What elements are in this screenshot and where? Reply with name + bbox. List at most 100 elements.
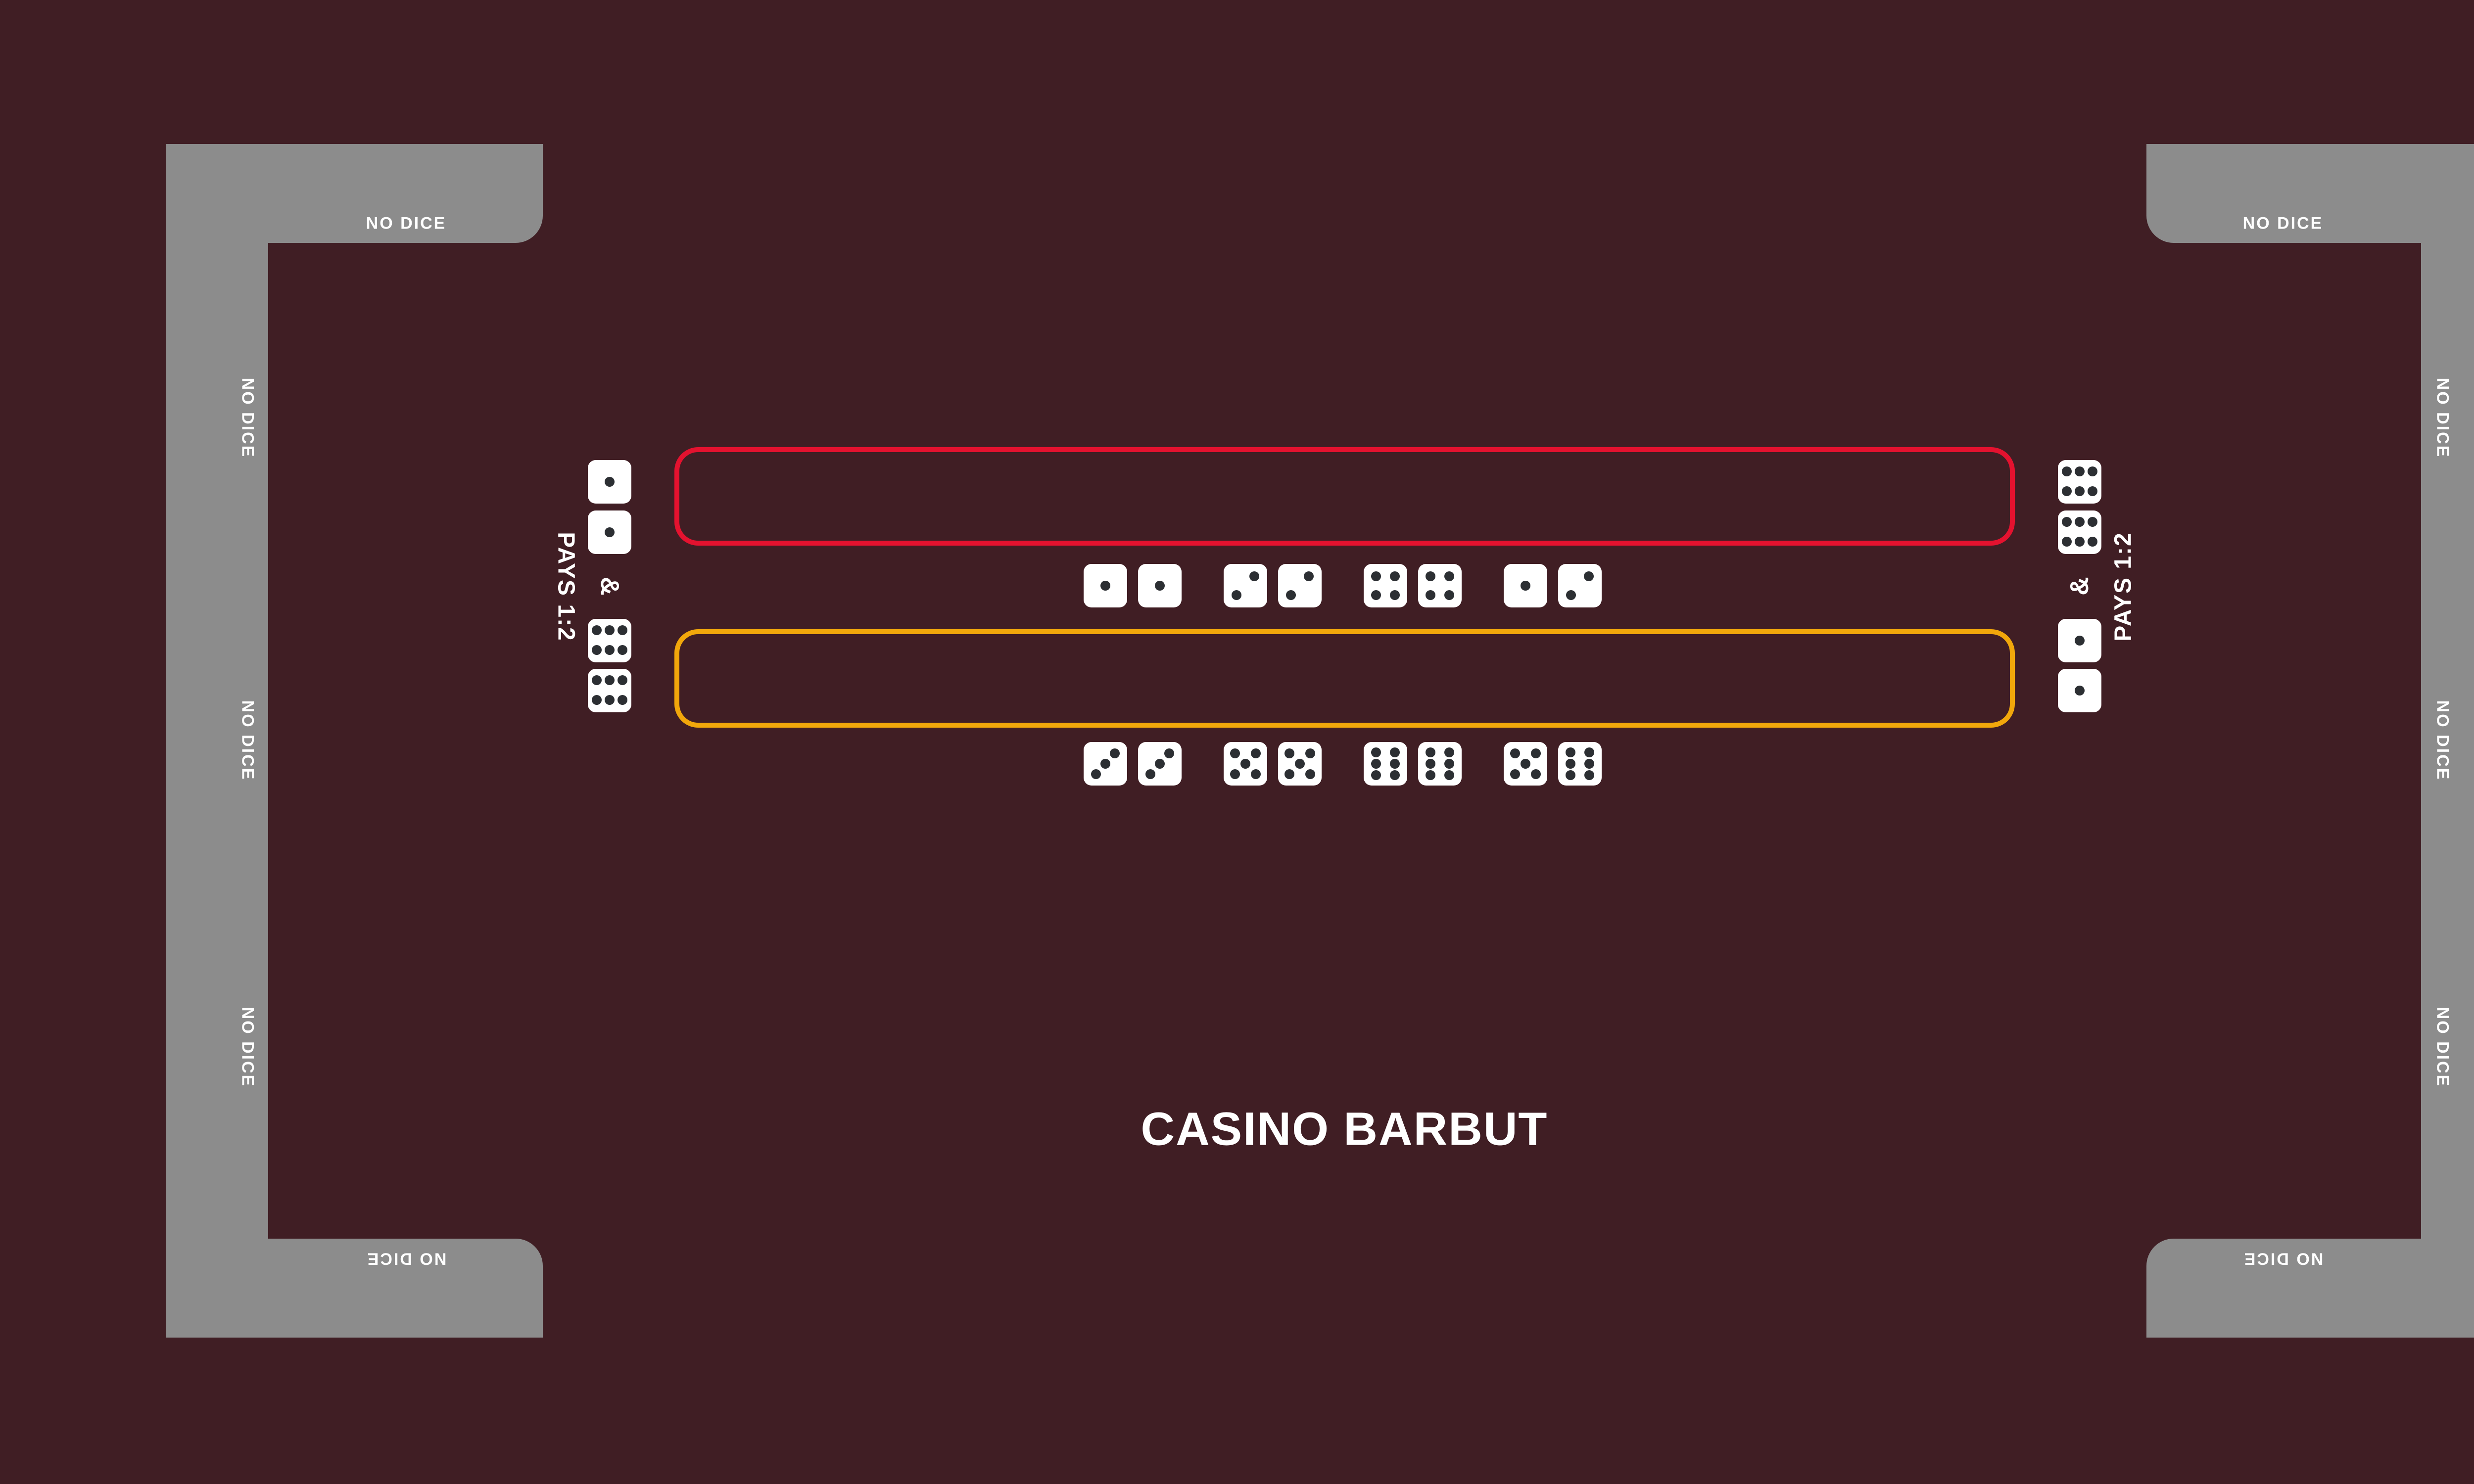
die-6 <box>2058 460 2101 504</box>
die-pip <box>1565 770 1575 780</box>
die-pip <box>618 675 628 685</box>
die-pip <box>618 625 628 635</box>
die-pip <box>1303 571 1314 581</box>
right-side-marker-column: & <box>2058 460 2101 712</box>
die-pip <box>2075 486 2085 497</box>
die-1 <box>1084 564 1127 607</box>
die-1 <box>2058 619 2101 662</box>
ampersand-symbol-right: & <box>2065 577 2094 596</box>
die-pip <box>2088 486 2098 497</box>
die-pip <box>1100 581 1110 591</box>
die-pip <box>1390 759 1400 769</box>
die-slot <box>2058 510 2101 554</box>
dice-pair-5-5 <box>1224 742 1322 786</box>
die-6 <box>588 669 631 712</box>
die-pip <box>1251 748 1261 758</box>
die-pip <box>1305 748 1316 758</box>
die-pip <box>1390 747 1400 758</box>
top-betting-zone-red[interactable] <box>674 447 2015 546</box>
die-pip <box>1249 571 1259 581</box>
die-2 <box>1278 564 1322 607</box>
die-pip <box>1390 590 1400 601</box>
die-pip <box>605 675 615 685</box>
table-title: CASINO BARBUT <box>1141 1103 1548 1156</box>
no-dice-rail-right-strip <box>2421 144 2474 1338</box>
bottom-betting-zone-orange[interactable] <box>674 629 2015 728</box>
no-dice-rail-top-right-bar <box>2146 144 2474 243</box>
die-6 <box>2058 510 2101 554</box>
die-pip <box>605 645 615 655</box>
die-3 <box>1084 742 1127 786</box>
die-slot <box>2058 619 2101 662</box>
die-pip <box>1521 581 1530 591</box>
die-1 <box>588 510 631 554</box>
no-dice-label-left-1: NO DICE <box>238 377 257 459</box>
die-pip <box>1565 759 1575 769</box>
die-5 <box>1278 742 1322 786</box>
die-pip <box>1444 571 1455 581</box>
no-dice-rail-bottom-right-bar <box>2146 1239 2474 1338</box>
die-pip <box>1444 590 1455 601</box>
die-pip <box>1444 759 1455 769</box>
die-pip <box>591 645 602 655</box>
die-pip <box>1371 759 1381 769</box>
pays-1-2-label-left: PAYS 1:2 <box>553 532 579 642</box>
dice-pair-1-2 <box>1504 564 1602 607</box>
die-pip <box>1371 770 1381 780</box>
die-pip <box>1565 747 1575 758</box>
die-pip <box>1240 759 1250 769</box>
die-6 <box>1558 742 1602 786</box>
dice-pair-6-6 <box>1364 742 1462 786</box>
die-6 <box>588 619 631 662</box>
die-pip <box>2088 516 2098 527</box>
die-pip <box>1371 590 1381 601</box>
pays-1-2-label-right: PAYS 1:2 <box>2110 532 2137 642</box>
die-pip <box>1583 571 1594 581</box>
die-pip <box>2061 486 2072 497</box>
die-1 <box>588 460 631 504</box>
die-pip <box>1510 769 1520 780</box>
die-1 <box>1138 564 1182 607</box>
die-pip <box>1425 571 1435 581</box>
no-dice-label-right-1: NO DICE <box>2433 377 2452 459</box>
die-5 <box>1504 742 1547 786</box>
die-pip <box>1425 590 1435 601</box>
die-pip <box>1284 769 1294 780</box>
die-pip <box>1155 759 1165 769</box>
die-pip <box>2088 537 2098 547</box>
die-slot <box>588 510 631 554</box>
die-pip <box>1232 590 1242 601</box>
die-slot <box>2058 460 2101 504</box>
die-pip <box>1531 769 1541 780</box>
die-pip <box>1390 571 1400 581</box>
die-pip <box>605 625 615 635</box>
die-pip <box>591 695 602 705</box>
die-pip <box>1566 590 1576 601</box>
die-pip <box>591 625 602 635</box>
die-pip <box>2075 636 2085 646</box>
die-pip <box>2061 537 2072 547</box>
die-pip <box>1295 759 1305 769</box>
die-pip <box>2075 537 2085 547</box>
dice-pair-2-2 <box>1224 564 1322 607</box>
losing-combos-dice-row <box>1084 564 1602 607</box>
die-pip <box>2061 466 2072 476</box>
die-pip <box>618 695 628 705</box>
die-pip <box>1100 759 1110 769</box>
die-slot <box>588 460 631 504</box>
die-pip <box>1510 748 1520 758</box>
die-pip <box>1251 769 1261 780</box>
die-pip <box>1425 759 1435 769</box>
die-pip <box>2075 466 2085 476</box>
die-1 <box>1504 564 1547 607</box>
die-pip <box>1110 748 1120 758</box>
die-5 <box>1224 742 1267 786</box>
die-pip <box>1371 571 1381 581</box>
dice-pair-1-1 <box>1084 564 1182 607</box>
die-slot <box>588 619 631 662</box>
dice-pair-3-3 <box>1084 742 1182 786</box>
no-dice-rail-left-strip <box>166 144 268 1338</box>
die-pip <box>618 645 628 655</box>
die-pip <box>1284 748 1294 758</box>
die-pip <box>2075 516 2085 527</box>
